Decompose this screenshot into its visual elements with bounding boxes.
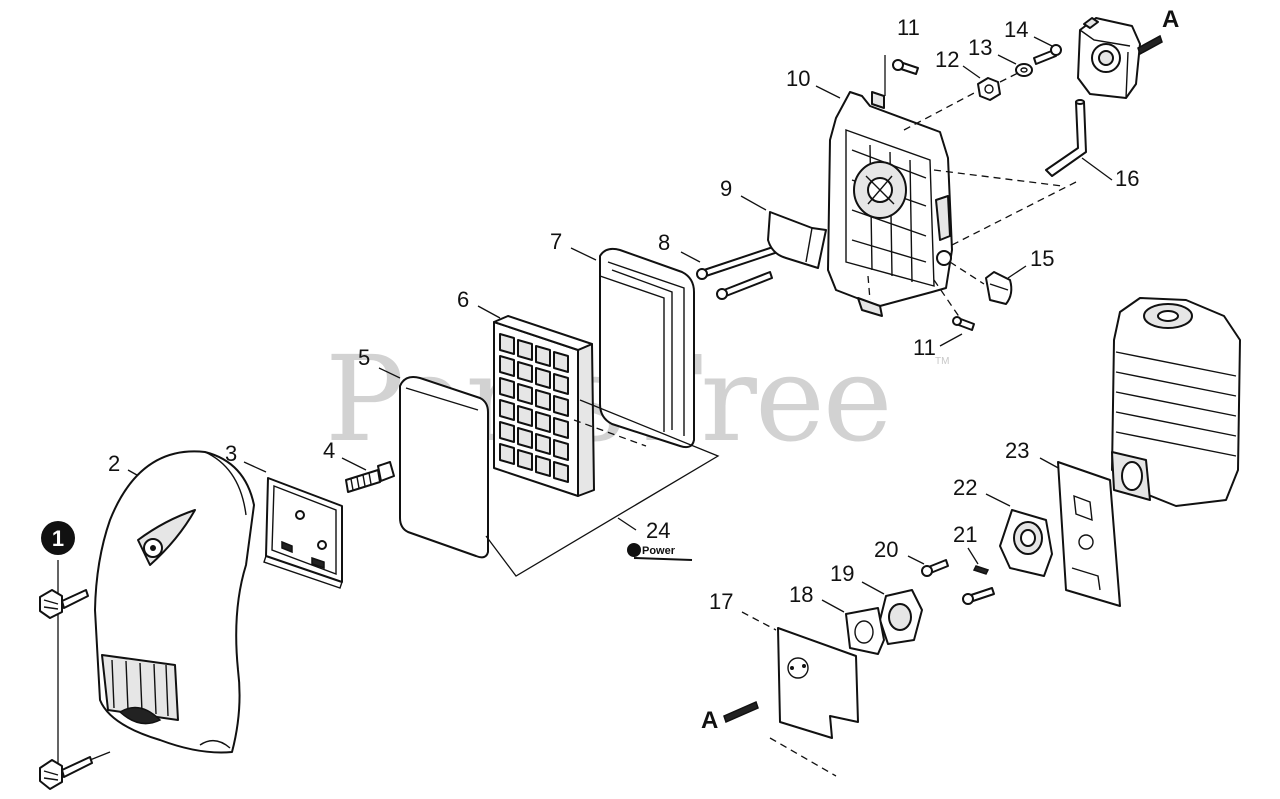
watermark-trademark: TM xyxy=(935,356,949,367)
connection-mark-a-top: A xyxy=(1162,6,1179,33)
carburetor[interactable]: A xyxy=(1077,6,1179,99)
filter-grid-cell xyxy=(535,455,551,477)
callout-3: 3 xyxy=(225,441,237,466)
part-4-bolt[interactable]: 4 xyxy=(323,438,395,493)
callout-20: 20 xyxy=(874,537,898,562)
filter-grid-cell xyxy=(553,439,569,461)
filter-grid-cell xyxy=(499,399,515,421)
filter-grid-cell xyxy=(553,373,569,395)
callout-badge-1 xyxy=(41,521,75,555)
part-2-air-cleaner-cover[interactable]: 2 xyxy=(94,450,255,754)
filter-grid-cell xyxy=(553,351,569,373)
callout-5: 5 xyxy=(358,345,370,370)
filter-grid-cell xyxy=(517,339,533,361)
filter-grid-cell xyxy=(517,383,533,405)
filter-grid-cell xyxy=(535,411,551,433)
part-9-bracket[interactable]: 9 xyxy=(720,176,827,269)
assembly-lines xyxy=(485,71,1077,577)
filter-grid-cell xyxy=(517,427,533,449)
connection-mark-a-bottom: A xyxy=(701,707,718,734)
filter-grid-cell xyxy=(517,449,533,471)
filter-grid-cell xyxy=(553,417,569,439)
callout-19: 19 xyxy=(830,561,854,586)
callout-7: 7 xyxy=(550,229,562,254)
callout-17: 17 xyxy=(709,589,733,614)
part-23-gasket[interactable]: 23 xyxy=(1005,438,1121,607)
part-12-nut[interactable]: 12 xyxy=(935,47,1001,101)
callout-8: 8 xyxy=(658,230,670,255)
part-5-filter-element[interactable]: 5 xyxy=(358,345,489,559)
part-14-screw[interactable]: 14 xyxy=(1004,17,1062,65)
filter-grid-cell xyxy=(499,333,515,355)
callout-11-top: 11 xyxy=(897,15,920,40)
callout-1: 1 xyxy=(52,526,64,551)
filter-grid-cell xyxy=(499,443,515,465)
filter-grid-cell xyxy=(553,461,569,483)
part-10-air-cleaner-base[interactable]: 10 xyxy=(786,66,953,317)
cylinder[interactable] xyxy=(1111,297,1241,507)
part-11-screws[interactable]: 11 11 xyxy=(884,15,975,360)
part-8-bolts[interactable]: 8 xyxy=(658,230,779,300)
callout-22: 22 xyxy=(953,475,977,500)
part-6-filter-grid[interactable]: 6 xyxy=(457,287,595,497)
callout-6: 6 xyxy=(457,287,469,312)
part-21-pin[interactable]: 21 xyxy=(953,522,990,575)
filter-grid-cell xyxy=(499,377,515,399)
callout-14: 14 xyxy=(1004,17,1028,42)
filter-grid-cell xyxy=(499,421,515,443)
callout-21: 21 xyxy=(953,522,977,547)
filter-grid-cell xyxy=(517,361,533,383)
part-24-filter-kit[interactable]: 24 Power xyxy=(617,517,693,561)
callout-15: 15 xyxy=(1030,246,1054,271)
filter-grid-cell xyxy=(553,395,569,417)
part-3-plate[interactable]: 3 xyxy=(225,441,343,589)
callout-4: 4 xyxy=(323,438,335,463)
part-7-pre-filter[interactable]: 7 xyxy=(550,229,695,449)
callout-12: 12 xyxy=(935,47,959,72)
part-13-washer[interactable]: 13 xyxy=(968,35,1033,77)
power-badge: Power xyxy=(627,543,693,561)
callout-13: 13 xyxy=(968,35,992,60)
part-1-screws[interactable]: 1 xyxy=(39,521,111,790)
callout-10: 10 xyxy=(786,66,810,91)
part-17-plate[interactable]: 17 A xyxy=(701,589,859,777)
part-20-screws[interactable]: 20 xyxy=(874,537,995,605)
part-16-tube[interactable]: 16 xyxy=(1045,99,1139,191)
callout-23: 23 xyxy=(1005,438,1029,463)
filter-grid-cell xyxy=(535,345,551,367)
part-18-gasket[interactable]: 18 xyxy=(789,582,885,655)
callout-9: 9 xyxy=(720,176,732,201)
part-15-primer-bulb[interactable]: 15 xyxy=(985,246,1054,305)
callout-18: 18 xyxy=(789,582,813,607)
callout-24: 24 xyxy=(646,518,670,543)
callout-16: 16 xyxy=(1115,166,1139,191)
filter-grid-cell xyxy=(535,389,551,411)
filter-grid-cell xyxy=(517,405,533,427)
power-badge-text: Power xyxy=(642,545,676,557)
filter-grid-cell xyxy=(535,367,551,389)
callout-2: 2 xyxy=(108,451,120,476)
part-22-insulator[interactable]: 22 xyxy=(953,475,1053,577)
callout-11-bottom: 11 xyxy=(913,335,936,360)
filter-grid-cell xyxy=(535,433,551,455)
filter-grid-cell xyxy=(499,355,515,377)
